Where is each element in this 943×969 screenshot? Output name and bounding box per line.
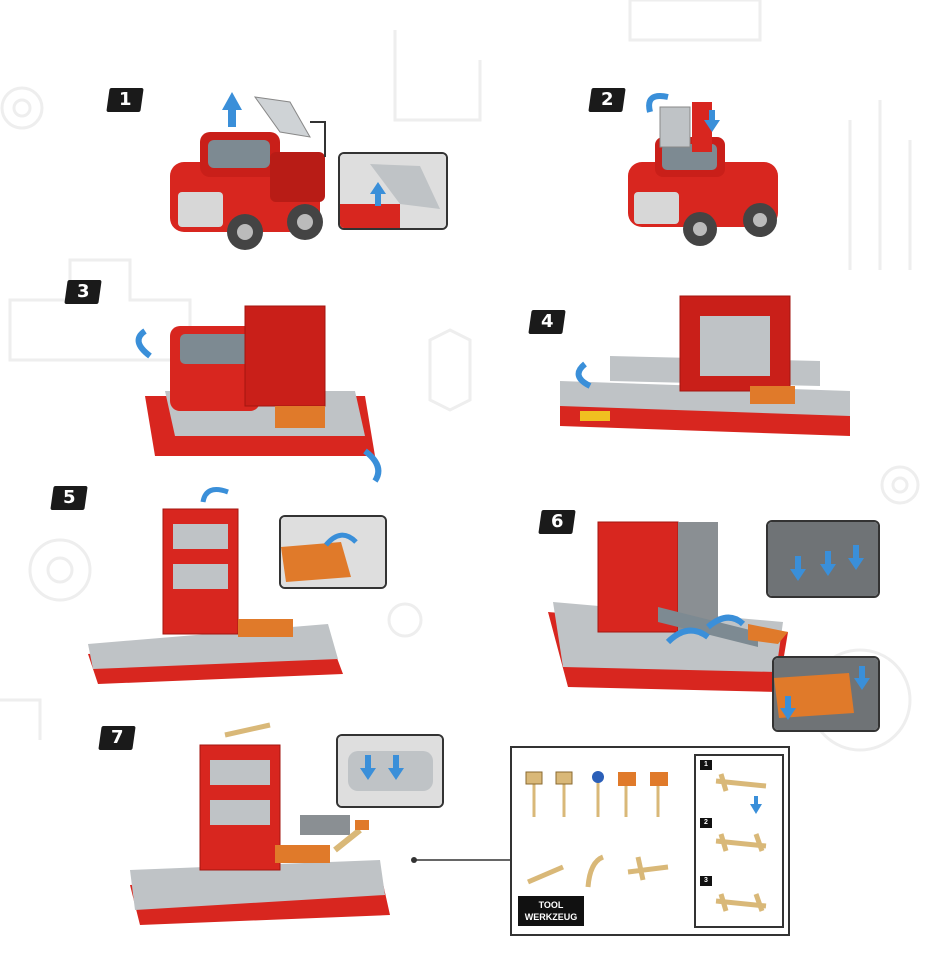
step-6-detail-inset-bottom	[772, 656, 880, 732]
flag-icon	[525, 771, 668, 817]
rotate-arrow-icon	[665, 627, 710, 645]
step-7-detail-inset	[336, 734, 444, 808]
step-number-badge-1: 1	[106, 88, 144, 112]
step-number-2: 2	[600, 89, 614, 110]
tool-label: TOOL WERKZEUG	[518, 896, 584, 926]
rotate-arrow-icon	[646, 93, 669, 113]
rotate-arrow-icon	[200, 487, 229, 503]
step-6-ramp-illustration	[548, 521, 788, 692]
sub-step-badge-3: 3	[700, 876, 712, 886]
step-5-detail-inset	[279, 515, 387, 589]
step-1-detail-inset	[338, 152, 448, 230]
step-number-badge-5: 5	[50, 486, 88, 510]
rotate-arrow-icon	[706, 614, 746, 630]
callout-connector	[411, 857, 510, 863]
step-number-3: 3	[76, 281, 90, 302]
tool-label-line-2: WERKZEUG	[524, 912, 578, 922]
tool-label-line-1: TOOL	[538, 900, 564, 910]
rotate-arrow-icon	[324, 532, 358, 547]
down-arrow-icon	[790, 545, 864, 581]
up-arrow-icon	[222, 92, 242, 127]
step-number-1: 1	[118, 89, 132, 110]
step-5-tower-illustration	[88, 487, 343, 684]
step-3-unfold-illustration	[135, 305, 382, 483]
tool-assembly-illustration	[715, 773, 767, 912]
step-7-complete-illustration	[130, 722, 390, 925]
sub-step-badge-1: 1	[700, 760, 712, 770]
step-number-5: 5	[62, 487, 76, 508]
down-arrow-icon	[780, 696, 796, 720]
step-6-detail-inset-top	[766, 520, 880, 598]
step-2-truck-illustration	[628, 93, 778, 246]
step-number-7: 7	[110, 727, 124, 748]
down-arrow-icon	[750, 796, 762, 814]
down-arrow-icon	[360, 755, 404, 780]
step-1-truck-illustration	[170, 92, 326, 250]
rotate-arrow-icon	[575, 361, 592, 389]
step-number-badge-3: 3	[64, 280, 102, 304]
accessory-parts-illustration	[525, 771, 669, 888]
down-arrow-icon	[704, 110, 720, 132]
sub-step-badge-2: 2	[700, 818, 712, 828]
wrench-tool-icon	[527, 854, 669, 888]
tool-assembly-steps-box: 1 2 3	[694, 754, 784, 928]
rotate-arrow-icon	[135, 328, 152, 359]
rotate-arrow-icon	[363, 448, 382, 483]
up-arrow-icon	[370, 182, 386, 206]
step-4-platform-illustration	[560, 295, 850, 436]
down-arrow-icon	[854, 666, 870, 690]
